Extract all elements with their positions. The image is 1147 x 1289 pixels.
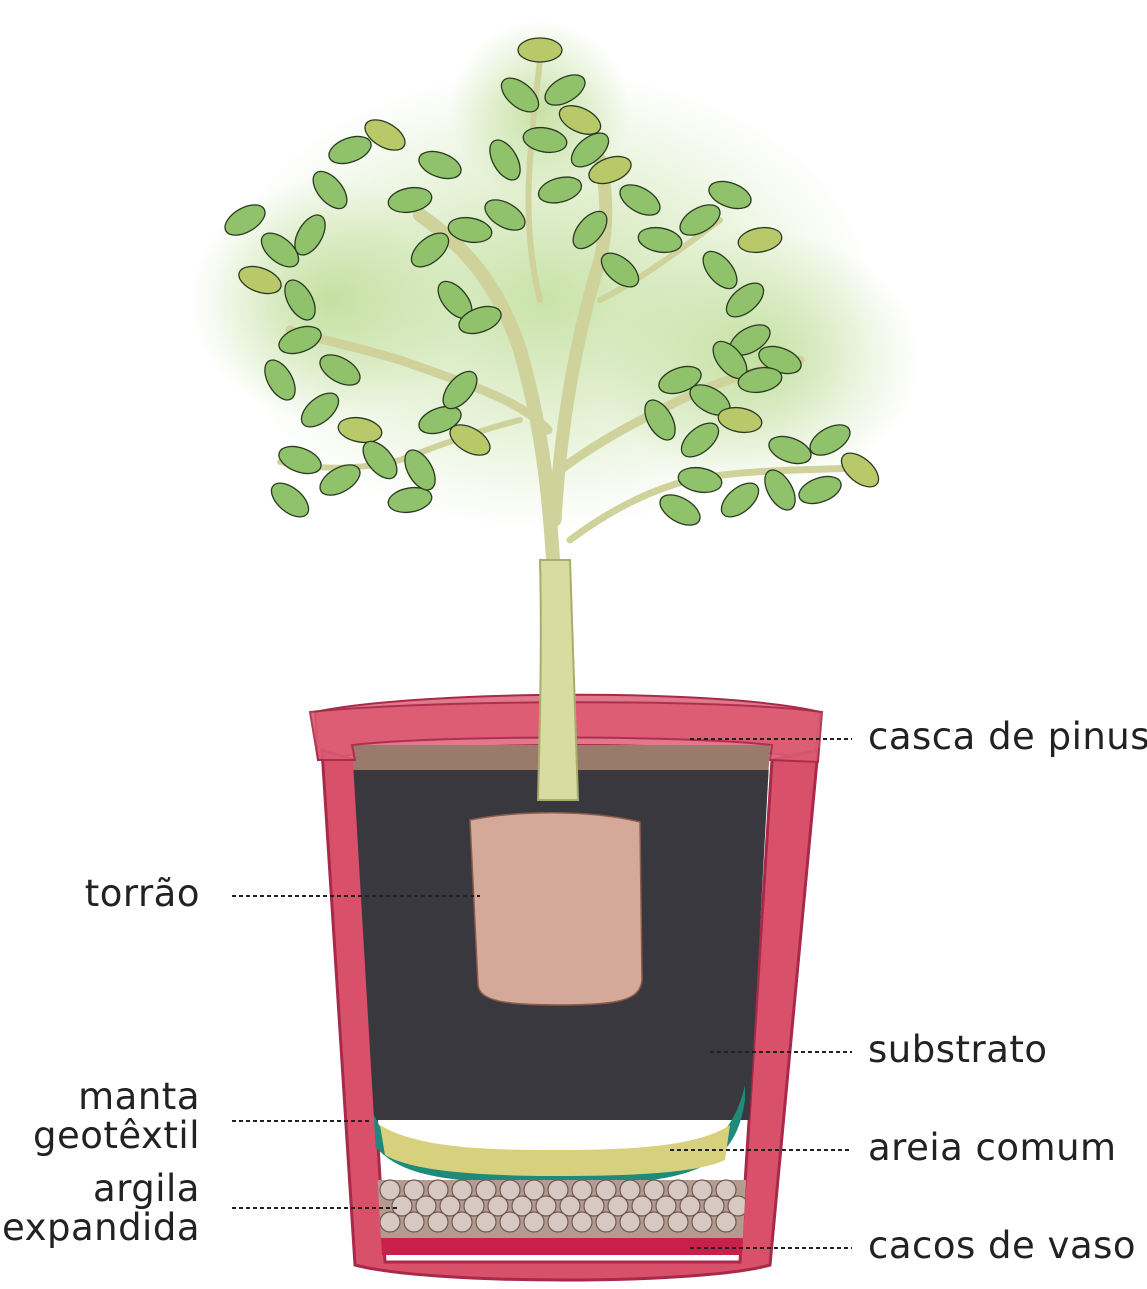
clay-pebble bbox=[500, 1212, 520, 1232]
clay-pebble bbox=[668, 1212, 688, 1232]
clay-pebble bbox=[716, 1212, 736, 1232]
clay-pebble bbox=[572, 1212, 592, 1232]
trunk bbox=[538, 560, 578, 800]
clay-pebble bbox=[692, 1212, 712, 1232]
label-torrao: torrão bbox=[85, 875, 200, 914]
label-manta-line1: manta bbox=[33, 1078, 200, 1117]
label-cacos-de-vaso: cacos de vaso bbox=[868, 1227, 1136, 1266]
label-argila-expandida: argila expandida bbox=[2, 1170, 200, 1248]
label-manta-line2: geotêxtil bbox=[33, 1117, 200, 1156]
clay-pebble bbox=[644, 1212, 664, 1232]
label-argila-line2: expandida bbox=[2, 1209, 200, 1248]
clay-pebble bbox=[404, 1212, 424, 1232]
label-manta-geotextil: manta geotêxtil bbox=[33, 1078, 200, 1156]
clay-pebble bbox=[452, 1212, 472, 1232]
clay-pebble bbox=[596, 1212, 616, 1232]
clay-pebble bbox=[548, 1212, 568, 1232]
leaf bbox=[518, 38, 562, 62]
label-substrato: substrato bbox=[868, 1031, 1048, 1070]
root-ball bbox=[470, 813, 642, 1005]
label-areia-comum: areia comum bbox=[868, 1129, 1117, 1168]
clay-pebble bbox=[380, 1212, 400, 1232]
clay-pebble bbox=[428, 1212, 448, 1232]
leaf bbox=[265, 477, 314, 524]
clay-pebble bbox=[620, 1212, 640, 1232]
clay-pebbles bbox=[380, 1180, 748, 1232]
clay-pebble bbox=[476, 1212, 496, 1232]
label-argila-line1: argila bbox=[2, 1170, 200, 1209]
clay-pebble bbox=[524, 1212, 544, 1232]
label-casca-de-pinus: casca de pinus bbox=[868, 718, 1147, 757]
